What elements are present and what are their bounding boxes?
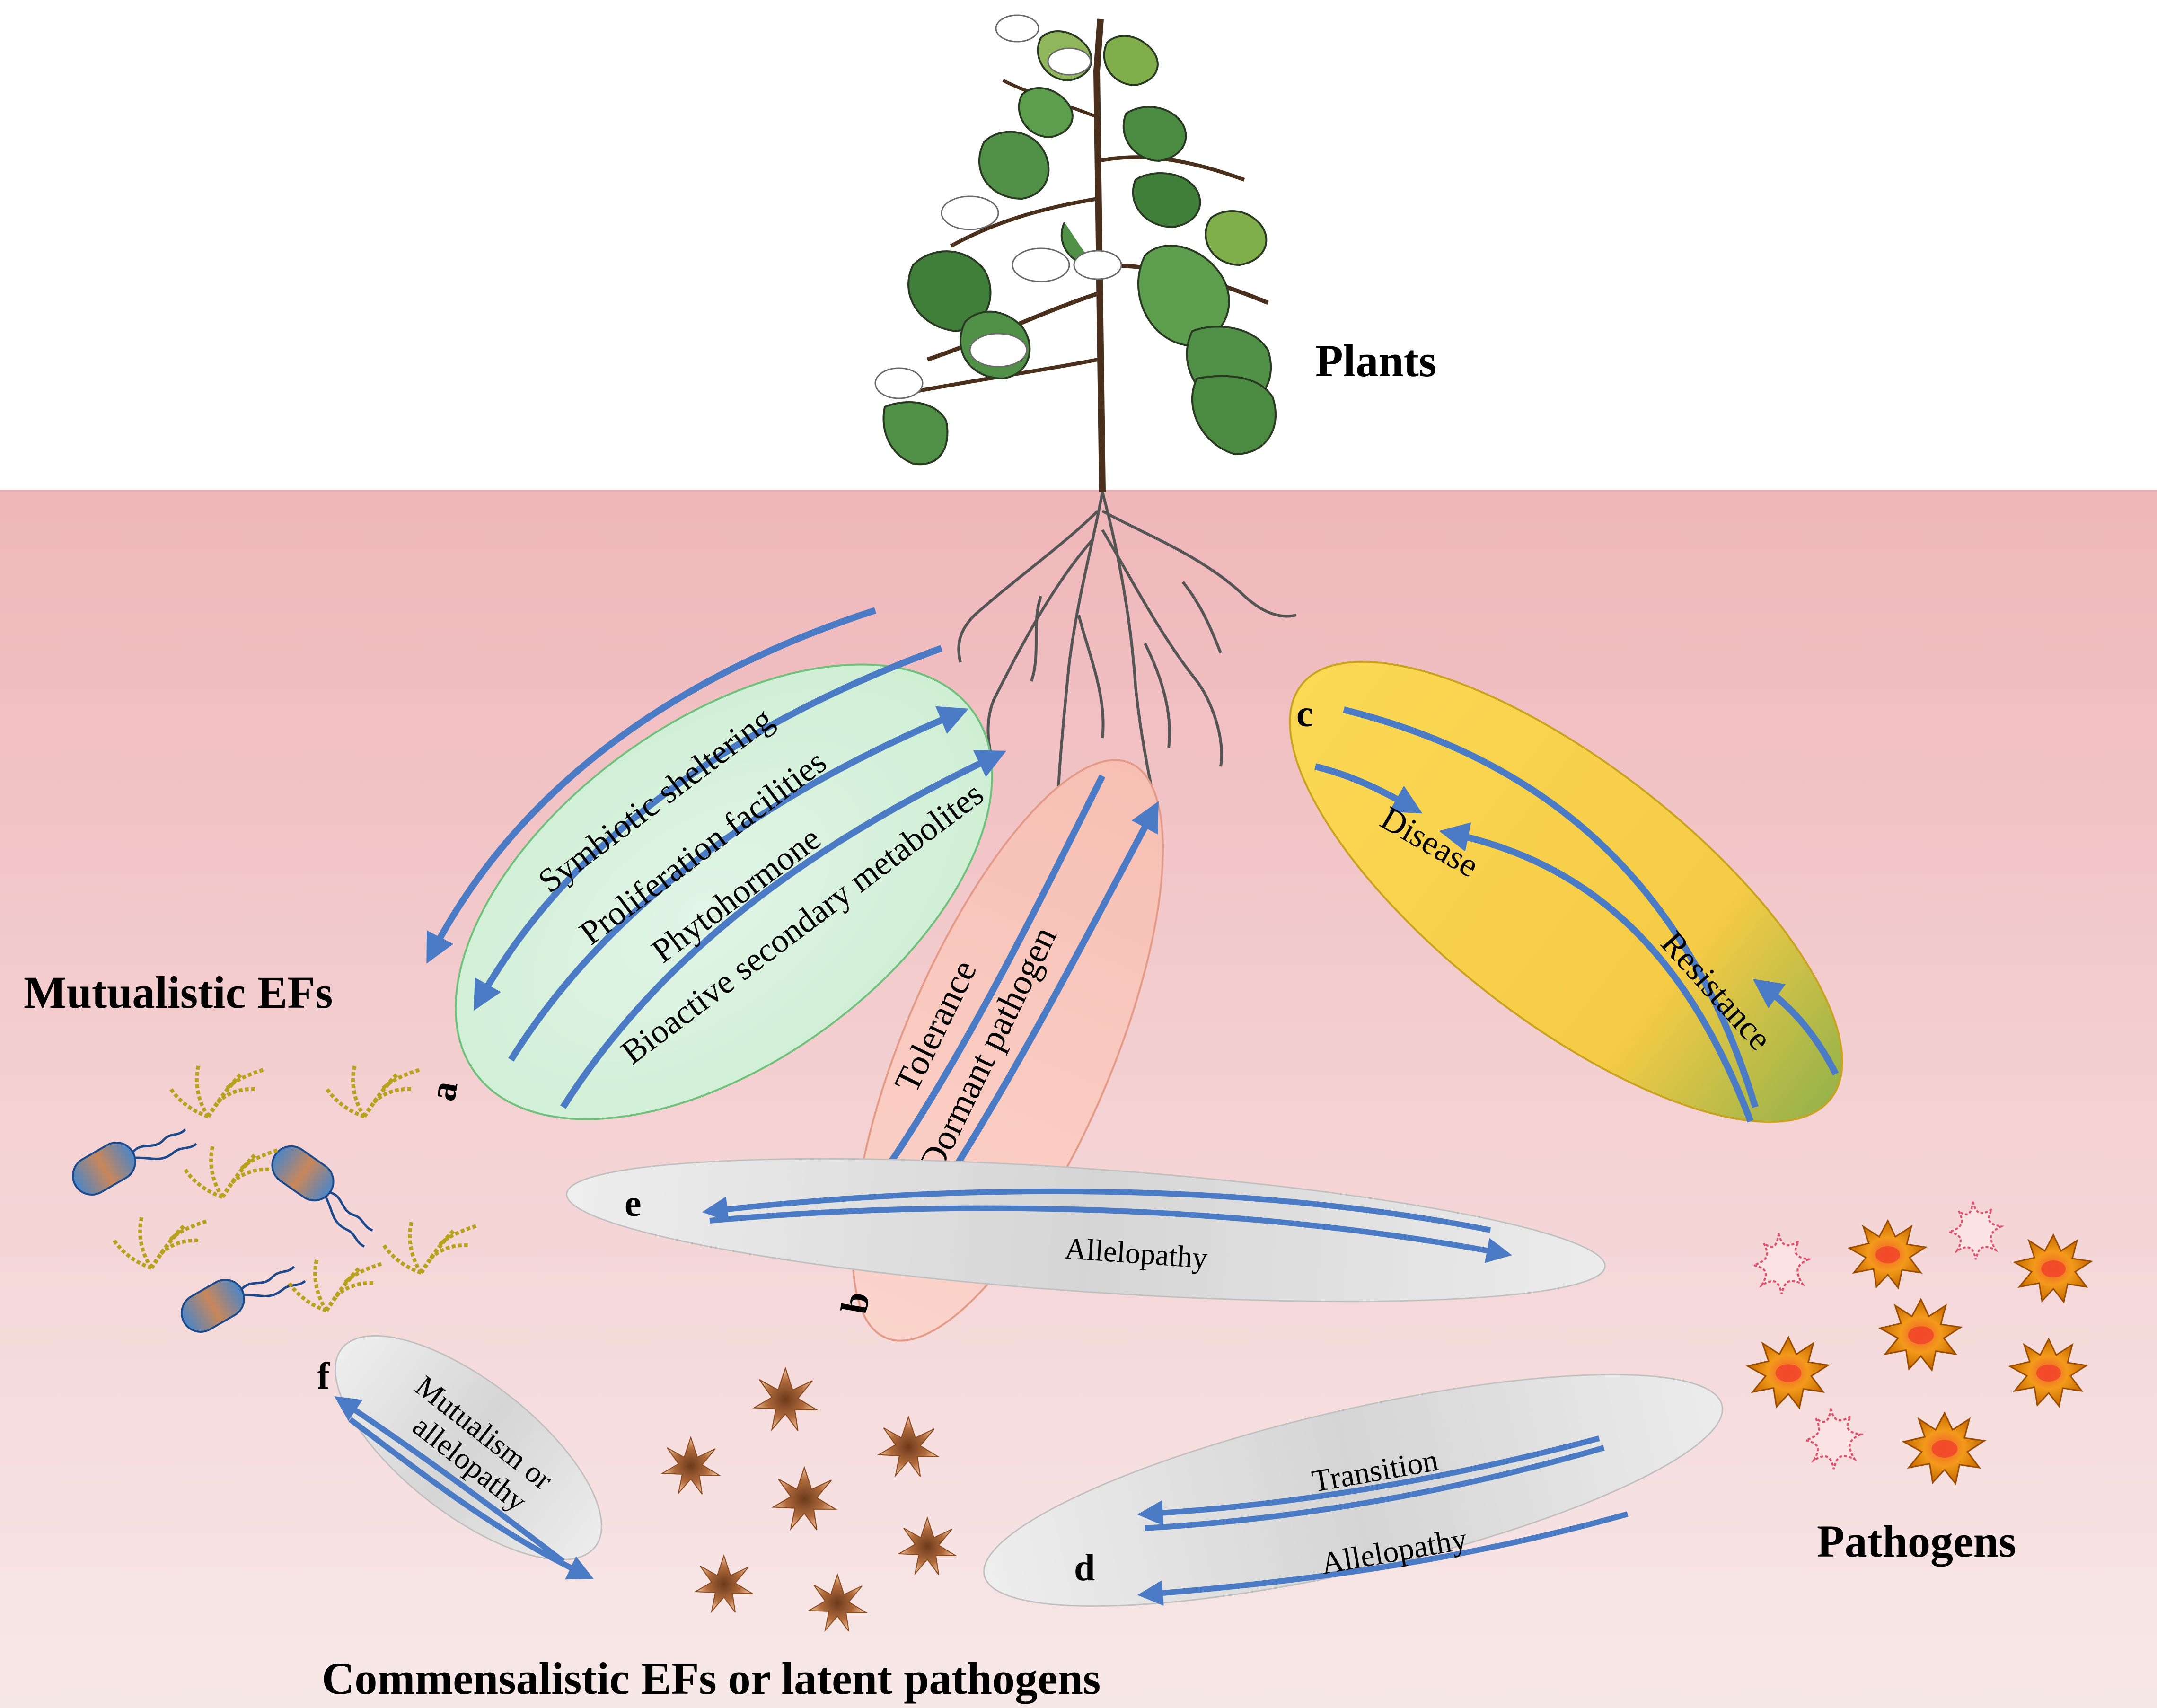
- panel-d: Transition Allelopathy d: [983, 1373, 1723, 1607]
- panel-f-letter: f: [317, 1356, 330, 1397]
- panel-d-letter: d: [1074, 1547, 1095, 1589]
- pathogens-label: Pathogens: [1817, 1516, 2016, 1567]
- panel-c-letter: c: [1296, 693, 1313, 735]
- commensalistic-label: Commensalistic EFs or latent pathogens: [322, 1653, 1101, 1704]
- plant-roots: [957, 492, 1297, 824]
- panel-c: Disease Resistance c: [1289, 660, 1843, 1123]
- panel-e-letter: e: [625, 1183, 642, 1224]
- plants-label: Plants: [1315, 335, 1436, 386]
- panel-e: Allelopathy e: [566, 1158, 1606, 1303]
- cotton-plant-icon: [874, 14, 1277, 493]
- mutualistic-efs-label: Mutualistic EFs: [24, 967, 333, 1018]
